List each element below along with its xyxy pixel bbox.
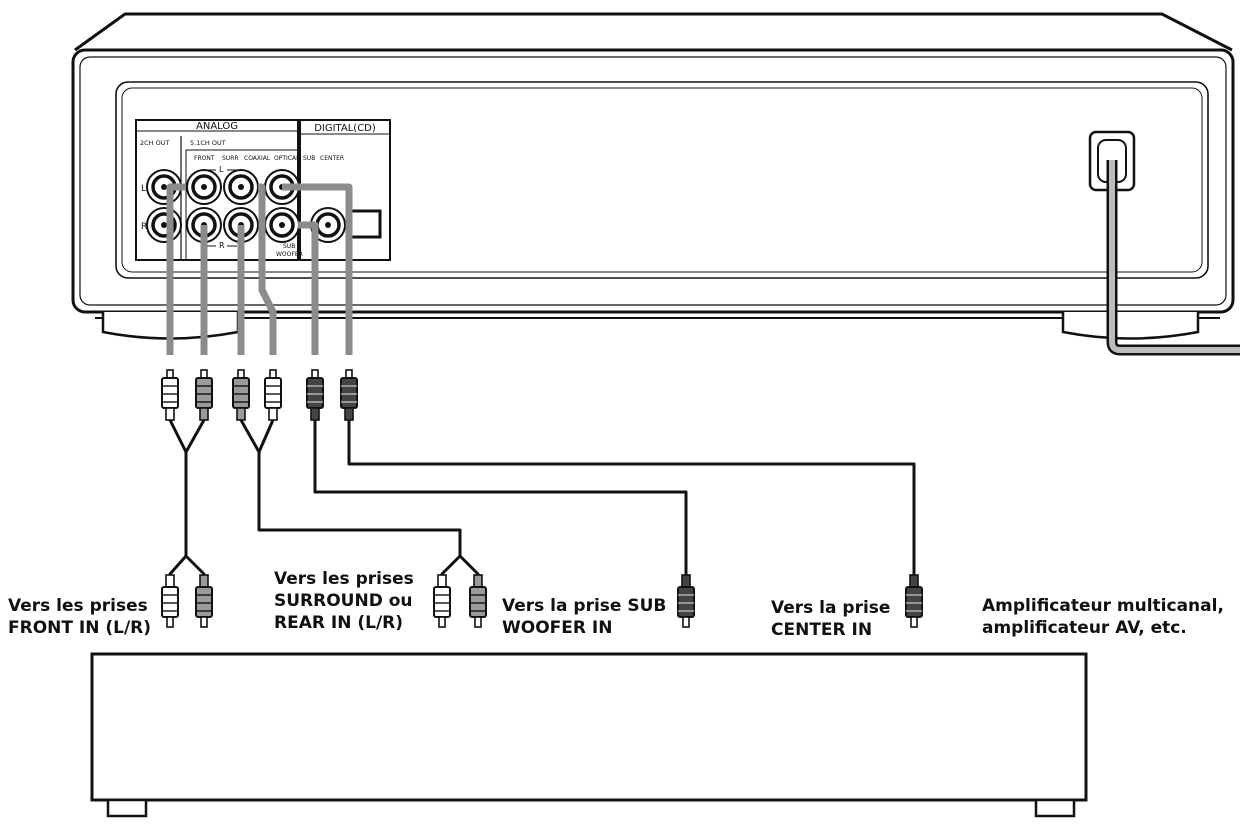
label-center-line-1: Vers la prise <box>771 598 891 618</box>
front-label: FRONT <box>194 155 215 162</box>
label-amp-line-1: Amplificateur multicanal, <box>982 596 1224 616</box>
label-center-line-2: CENTER IN <box>771 620 873 640</box>
label-surround-in: Vers les prises SURROUND ou REAR IN (L/R… <box>274 568 414 634</box>
digital-title: DIGITAL(CD) <box>314 123 376 134</box>
sub-woofer-label-2: WOOFER <box>276 251 303 258</box>
amp-plug-center <box>905 574 923 628</box>
plug-surround-l <box>264 369 282 421</box>
optical-port <box>348 209 382 239</box>
label-amplifier: Amplificateur multicanal, amplificateur … <box>982 595 1224 639</box>
coaxial-label: COAXIAL <box>244 155 271 162</box>
jack-front-l <box>185 168 223 206</box>
label-amp-line-2: amplificateur AV, etc. <box>982 618 1187 638</box>
amp-plug-surround-l <box>433 574 451 628</box>
center-label: CENTER <box>320 155 344 162</box>
surr-label: SURR <box>222 155 239 162</box>
sub-label: SUB <box>303 155 315 162</box>
label-surround-line-3: REAR IN (L/R) <box>274 613 404 633</box>
label-sub-line-1: Vers la prise SUB <box>502 596 667 616</box>
power-cord <box>1088 130 1240 356</box>
ch51-label: 5.1CH OUT <box>190 139 226 147</box>
label-surround-line-2: SURROUND ou <box>274 591 413 611</box>
plug-front-l <box>161 369 179 421</box>
amp-plug-surround-r <box>469 574 487 628</box>
plug-sub-woofer <box>306 369 324 421</box>
label-sub-woofer-in: Vers la prise SUB WOOFER IN <box>502 595 666 639</box>
label-front-line-1: Vers les prises <box>8 596 148 616</box>
player-right-foot <box>1061 312 1200 340</box>
black-wires <box>168 419 916 585</box>
amp-plug-sub-woofer <box>677 574 695 628</box>
jack-surr-l <box>222 168 260 206</box>
label-front-line-2: FRONT IN (L/R) <box>8 618 152 638</box>
plug-front-r <box>195 369 213 421</box>
label-front-in: Vers les prises FRONT IN (L/R) <box>8 595 151 639</box>
sub-woofer-label-1: SUB <box>283 243 295 250</box>
jack-sub-woofer <box>263 206 301 244</box>
ch2-label: 2CH OUT <box>140 139 170 147</box>
amplifier-unit <box>90 652 1088 818</box>
amp-plug-front-l <box>161 574 179 628</box>
label-center-in: Vers la prise CENTER IN <box>771 597 890 641</box>
plug-center <box>340 369 358 421</box>
amp-left-foot <box>106 798 148 818</box>
r-mark: R <box>219 241 225 250</box>
amp-right-foot <box>1034 798 1076 818</box>
plug-surround-r <box>232 369 250 421</box>
r-side-mark: R <box>141 222 147 232</box>
l-mark: L <box>219 165 224 174</box>
label-sub-line-2: WOOFER IN <box>502 618 613 638</box>
grey-cables <box>166 183 353 355</box>
l-side-mark: L <box>141 184 146 194</box>
amp-plug-front-r <box>195 574 213 628</box>
analog-title: ANALOG <box>196 121 238 132</box>
label-surround-line-1: Vers les prises <box>274 569 414 589</box>
optical-label: OPTICAL <box>274 155 300 162</box>
jack-2ch-r <box>145 206 183 244</box>
